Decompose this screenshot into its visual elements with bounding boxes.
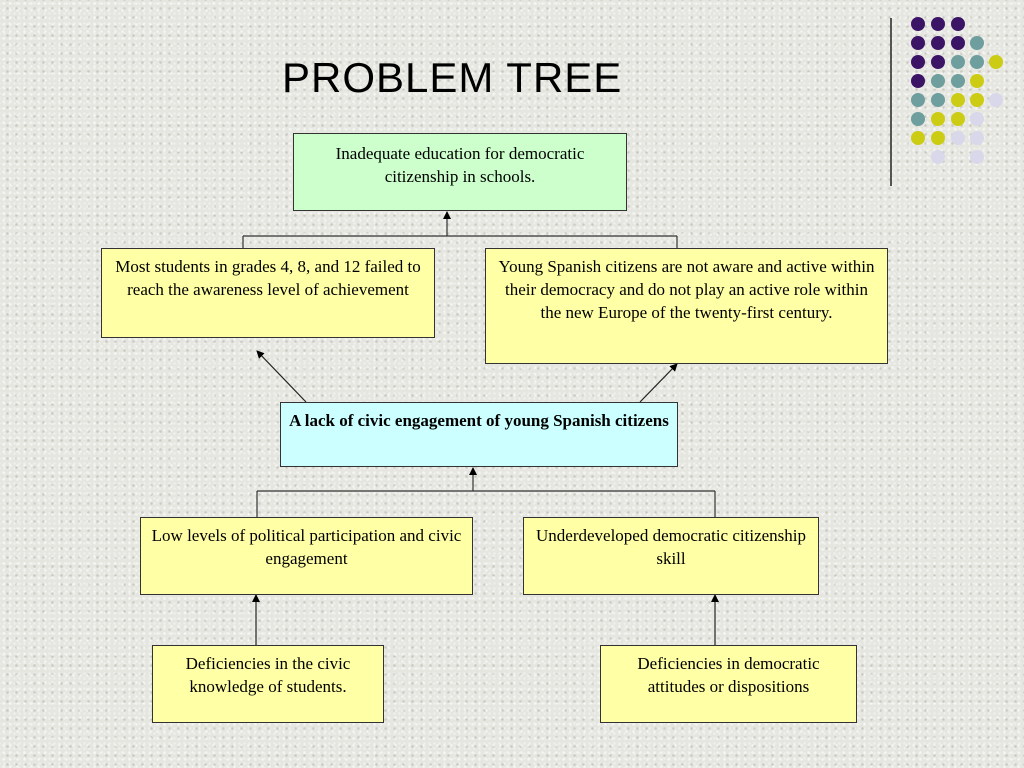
dot	[931, 131, 945, 145]
dot	[931, 17, 945, 31]
dot	[970, 55, 984, 69]
dot	[911, 55, 925, 69]
connector-arrow	[256, 350, 307, 403]
cause-left-text: Low levels of political participation an…	[151, 526, 462, 568]
dot	[951, 55, 965, 69]
dot	[911, 93, 925, 107]
dot	[951, 112, 965, 126]
dot	[911, 17, 925, 31]
effect-right-box: Young Spanish citizens are not aware and…	[485, 248, 888, 364]
dot	[951, 131, 965, 145]
dot	[931, 55, 945, 69]
dot	[970, 150, 984, 164]
dot	[951, 93, 965, 107]
dot	[989, 55, 1003, 69]
dot	[911, 74, 925, 88]
root-left-box: Deficiencies in the civic knowledge of s…	[152, 645, 384, 723]
dot	[931, 112, 945, 126]
cause-right-box: Underdeveloped democratic citizenship sk…	[523, 517, 819, 595]
dot	[931, 150, 945, 164]
dot	[970, 131, 984, 145]
dot	[970, 93, 984, 107]
dot	[989, 93, 1003, 107]
effect-left-box: Most students in grades 4, 8, and 12 fai…	[101, 248, 435, 338]
dot	[931, 74, 945, 88]
dot	[970, 74, 984, 88]
vertical-divider	[890, 18, 892, 186]
page-title: PROBLEM TREE	[282, 54, 623, 101]
root-right-text: Deficiencies in democratic attitudes or …	[637, 654, 820, 696]
dot	[911, 36, 925, 50]
dot	[911, 131, 925, 145]
dot	[970, 36, 984, 50]
core-problem-box: A lack of civic engagement of young Span…	[280, 402, 678, 467]
root-left-text: Deficiencies in the civic knowledge of s…	[185, 654, 351, 696]
dot	[951, 17, 965, 31]
effect-right-text: Young Spanish citizens are not aware and…	[498, 257, 875, 322]
dot	[911, 112, 925, 126]
cause-right-text: Underdeveloped democratic citizenship sk…	[536, 526, 806, 568]
root-right-box: Deficiencies in democratic attitudes or …	[600, 645, 857, 723]
top-effect-box: Inadequate education for democratic citi…	[293, 133, 627, 211]
connector-arrow	[639, 363, 678, 403]
core-problem-text: A lack of civic engagement of young Span…	[289, 411, 669, 430]
cause-left-box: Low levels of political participation an…	[140, 517, 473, 595]
dot	[931, 93, 945, 107]
top-effect-text: Inadequate education for democratic citi…	[335, 144, 585, 186]
dot	[931, 36, 945, 50]
dot	[951, 74, 965, 88]
dot	[970, 112, 984, 126]
effect-left-text: Most students in grades 4, 8, and 12 fai…	[115, 257, 421, 299]
dot	[951, 36, 965, 50]
